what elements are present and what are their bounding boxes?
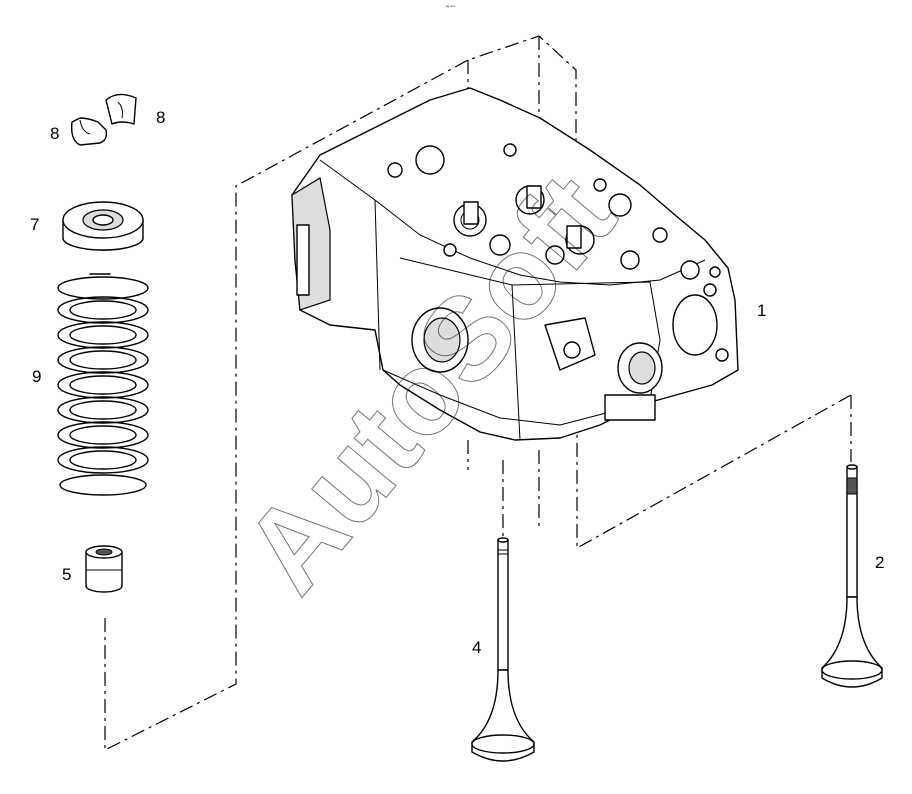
callout-9: 9 [32, 367, 41, 386]
callout-4: 4 [472, 638, 481, 657]
valve-stem-seal [85, 545, 123, 593]
callout-5: 5 [62, 565, 71, 584]
callouts: 1 2 4 5 7 8 8 9 [30, 108, 884, 657]
callout-1: 1 [757, 301, 766, 320]
callout-8-right: 8 [156, 108, 165, 127]
callout-8-left: 8 [50, 124, 59, 143]
valve-spring [57, 273, 149, 496]
spring-retainer [62, 201, 144, 251]
page-marker: ᵉᵍ ˢᵒᵐ [446, 4, 456, 9]
exhaust-valve [821, 464, 883, 688]
valve-collets [70, 93, 137, 146]
cylinder-head [291, 87, 739, 441]
callout-2: 2 [875, 553, 884, 572]
intake-valve [471, 537, 535, 762]
callout-7: 7 [30, 215, 39, 234]
